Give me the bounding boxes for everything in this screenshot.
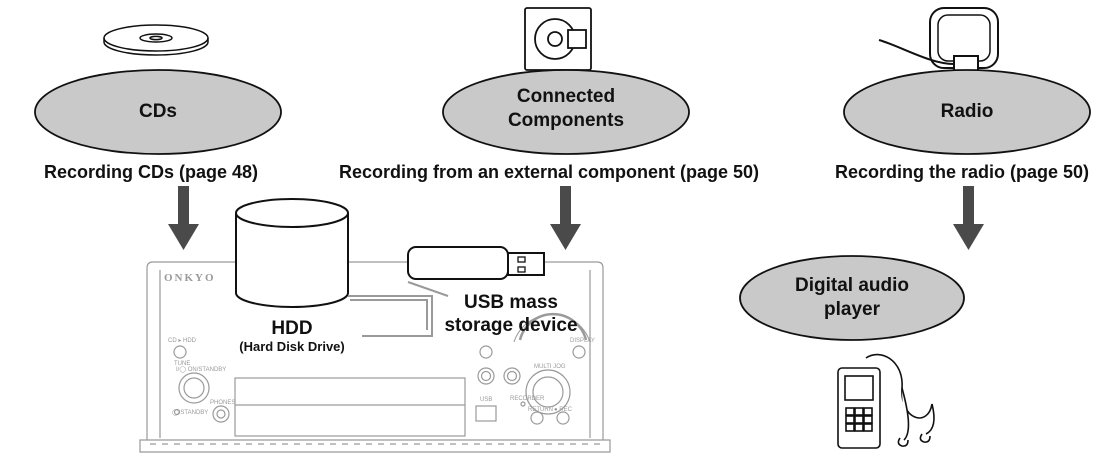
panel-label-tune: TUNE (174, 361, 191, 367)
panel-label-input: CD ▸ HDD (168, 338, 197, 344)
hdd-sublabel: (Hard Disk Drive) (239, 339, 345, 354)
panel-label-display: DISPLAY (570, 338, 595, 344)
hdd-label: HDD (271, 318, 313, 339)
components-caption: Recording from an external component (pa… (338, 162, 760, 182)
usb-label-line2: storage device (444, 315, 578, 336)
panel-label-usb: USB (480, 397, 493, 403)
component-device-icon (524, 7, 592, 71)
panel-label-return: RETURN (528, 407, 553, 413)
arrow-radio-to-player (953, 186, 984, 250)
panel-label-on-standby: I/◯ ON/STANDBY (176, 367, 227, 373)
input-knob (173, 345, 187, 359)
radio-caption: Recording the radio (page 50) (834, 162, 1090, 182)
usb-label-line1: USB mass (464, 292, 558, 313)
panel-label-phones: PHONES (210, 400, 236, 406)
panel-label-multi-jog: MULTI JOG (534, 364, 566, 370)
cds-label: CDs (138, 101, 177, 122)
audio-player-icon (837, 353, 935, 449)
components-label-line1: Connected (516, 86, 616, 107)
main-unit (139, 261, 611, 453)
power-knob (178, 372, 210, 404)
panel-label-rec: ● REC (554, 407, 572, 413)
components-bubble (442, 69, 690, 155)
arrow-components-to-device (550, 186, 581, 250)
radio-label: Radio (940, 101, 994, 122)
connection-lines (348, 281, 449, 337)
panel-label-recorder: RECORDER (510, 396, 545, 402)
cds-caption: Recording CDs (page 48) (43, 162, 259, 182)
usb-stick-icon (407, 246, 545, 280)
player-label-line1: Digital audio (795, 275, 909, 296)
cds-bubble (34, 69, 282, 155)
radio-bubble (843, 69, 1091, 155)
arrow-cds-to-device (168, 186, 199, 250)
hdd-icon (235, 198, 349, 308)
phones-jack (212, 405, 230, 423)
cd-disc-icon (103, 24, 209, 56)
panel-label-standby: ◯ STANDBY (172, 410, 209, 416)
player-label-line2: player (824, 299, 880, 320)
brand-logo: ONKYO (164, 272, 216, 284)
multi-jog-knob (525, 369, 571, 415)
radio-antenna-icon (878, 7, 999, 73)
player-bubble (739, 255, 965, 341)
components-label-line2: Components (507, 110, 625, 131)
usb-port (475, 405, 497, 422)
